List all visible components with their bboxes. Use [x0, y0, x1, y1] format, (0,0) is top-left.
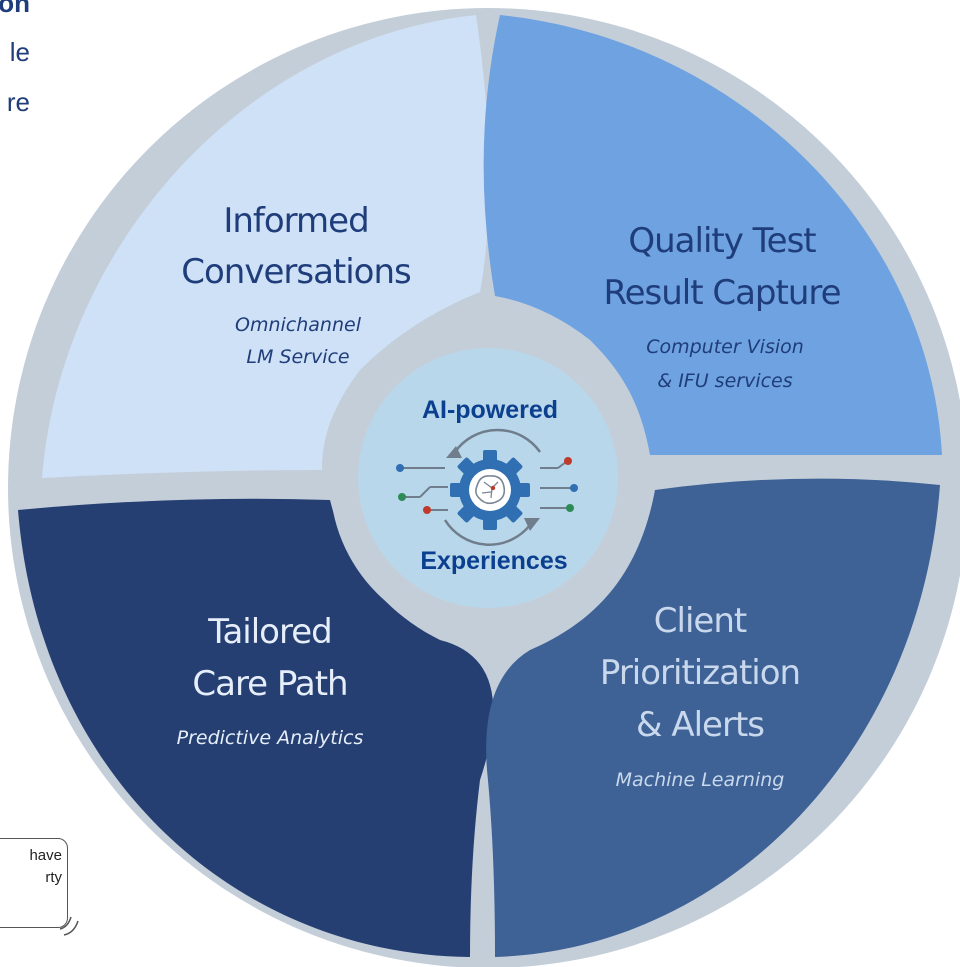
informed-sub-line2: LM Service — [246, 346, 349, 368]
client-title-line1: Client — [654, 601, 747, 641]
quality-sub-line1: Computer Vision — [646, 336, 804, 358]
center-label-bottom: Experiences — [420, 547, 567, 575]
client-title-line3: & Alerts — [636, 705, 764, 745]
note-box — [0, 838, 68, 928]
client-sub-line1: Machine Learning — [616, 769, 785, 791]
center-label-top: AI-powered — [422, 396, 558, 424]
side-text-line3: re — [6, 87, 30, 117]
segment-client — [486, 478, 940, 957]
quality-title-line1: Quality Test — [628, 221, 816, 261]
segment-tailored — [18, 498, 494, 957]
side-text-line2: le — [9, 37, 30, 67]
tailored-sub-line1: Predictive Analytics — [177, 727, 364, 749]
note-text-line1: have — [29, 847, 62, 864]
note-text-line2: rty — [45, 869, 62, 886]
informed-sub-line1: Omnichannel — [235, 314, 362, 336]
quality-title-line2: Result Capture — [603, 273, 840, 313]
informed-title-line2: Conversations — [181, 252, 411, 292]
tailored-title-line1: Tailored — [207, 612, 331, 652]
segment-informed — [42, 15, 490, 478]
ai-gear-icon — [396, 428, 578, 546]
segment-quality — [483, 15, 942, 455]
side-text-line1: on — [0, 0, 30, 18]
informed-title-line1: Informed — [223, 201, 368, 241]
note-curl-icon — [59, 916, 79, 936]
quality-sub-line2: & IFU services — [657, 370, 792, 392]
client-title-line2: Prioritization — [600, 653, 800, 693]
tailored-title-line2: Care Path — [192, 664, 347, 704]
